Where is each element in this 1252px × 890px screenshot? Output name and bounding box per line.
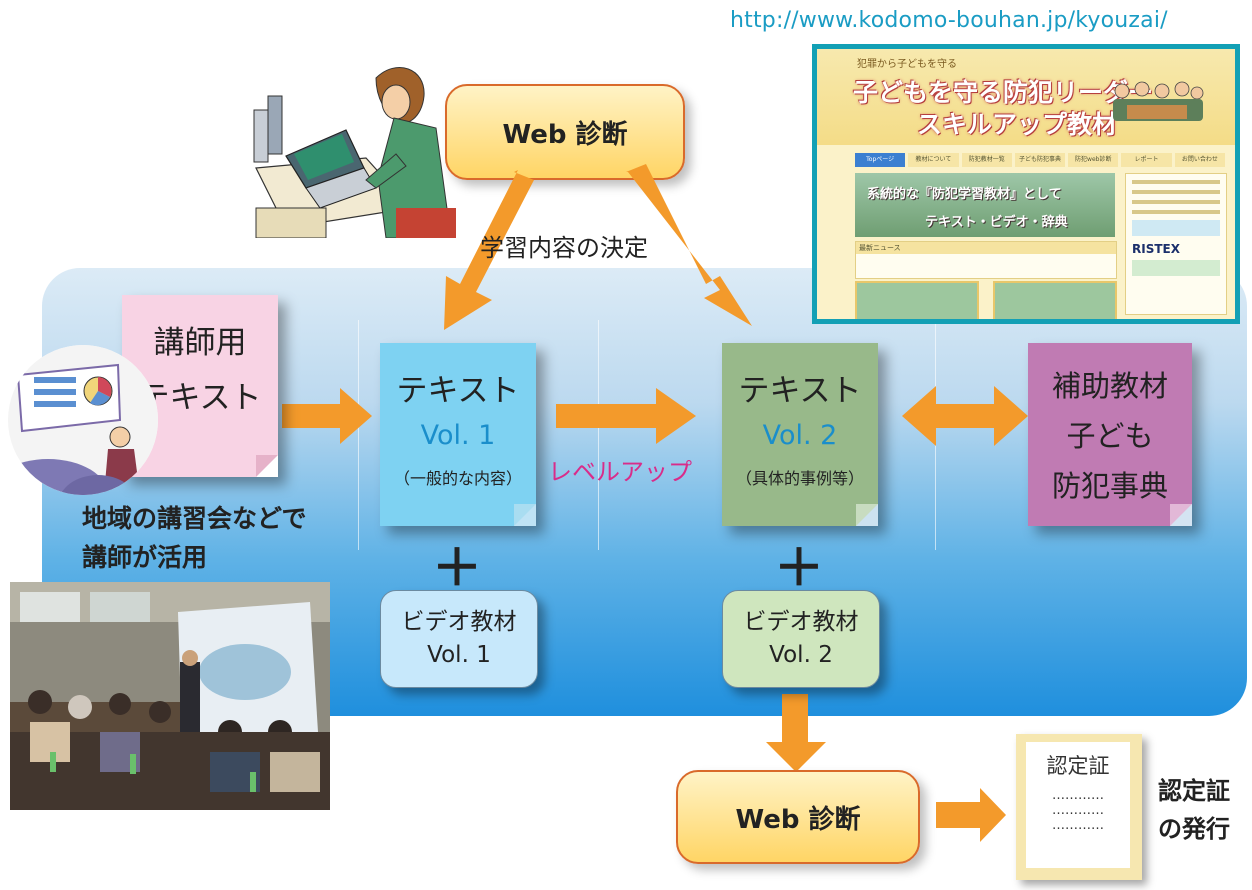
instructor-note-line-2: 講師が活用 [82, 542, 208, 572]
column-divider [598, 320, 599, 550]
text-vol2-doc: テキスト Vol. 2 （具体的事例等） [722, 343, 878, 526]
aux-line-2: 子ども [1066, 419, 1154, 453]
site-title-2: スキルアップ教材 [917, 110, 1118, 139]
site-hero-line-1: 系統的な『防犯学習教材』として [867, 187, 1062, 202]
video-vol2-vol: Vol. 2 [769, 642, 833, 668]
video-vol1: ビデオ教材 Vol. 1 [380, 590, 538, 688]
web-diagnosis-top-label: Web 診断 [502, 119, 628, 150]
site-header-small: 犯罪から子どもを守る [857, 59, 957, 70]
instructor-text-line-1: 講師用 [153, 325, 247, 361]
certificate-dots: ………… [1052, 818, 1104, 833]
site-people-illustration [1107, 79, 1207, 123]
site-news-title: 最新ニュース [856, 242, 1116, 254]
website-thumbnail: 犯罪から子どもを守る 子どもを守る防犯リーダー スキルアップ教材 Topページ … [812, 44, 1240, 324]
text-vol1-title: テキスト [396, 373, 520, 409]
plus-sign-1: ＋ [432, 539, 482, 597]
site-card [993, 281, 1117, 319]
text-vol2-sub: （具体的事例等） [735, 469, 864, 488]
column-divider [358, 320, 359, 550]
certificate-title: 認定証 [1046, 754, 1110, 778]
arrow-to-certificate [936, 788, 1006, 842]
video-vol1-title: ビデオ教材 [401, 608, 517, 635]
issue-line-2: の発行 [1158, 815, 1230, 844]
site-nav-item[interactable]: 防犯web診断 [1068, 153, 1119, 167]
site-card [855, 281, 979, 319]
decision-label: 学習内容の決定 [480, 234, 648, 262]
aux-line-1: 補助教材 [1051, 369, 1168, 403]
arrow-instructor-to-text1 [282, 388, 372, 444]
instructor-note: 地域の講習会などで 講師が活用 [82, 500, 307, 578]
site-nav-item[interactable]: レポート [1121, 153, 1172, 167]
page-fold [1170, 504, 1192, 526]
seminar-photo [10, 582, 330, 810]
page-fold [514, 504, 536, 526]
web-diagnosis-bottom[interactable]: Web 診断 [676, 770, 920, 864]
video-vol2: ビデオ教材 Vol. 2 [722, 590, 880, 688]
site-nav: Topページ 教材について 防犯教材一覧 子ども防犯事典 防犯web診断 レポー… [855, 153, 1225, 167]
arrow-to-text1 [444, 170, 534, 330]
video-vol2-title: ビデオ教材 [743, 608, 859, 635]
arrow-level-up [556, 388, 696, 444]
page-fold [256, 455, 278, 477]
certificate-dots: ………… [1052, 788, 1104, 803]
lecture-illustration [8, 345, 158, 495]
web-diagnosis-bottom-label: Web 診断 [735, 804, 861, 835]
site-nav-item[interactable]: 教材について [908, 153, 959, 167]
issue-label: 認定証 の発行 [1158, 772, 1230, 849]
site-brand: RISTEX [1132, 242, 1180, 256]
instructor-text-line-2: テキスト [138, 380, 262, 416]
certificate-dots: ………… [1052, 803, 1104, 818]
woman-at-computer-illustration [246, 58, 456, 239]
site-title-1: 子どもを守る防犯リーダー [853, 78, 1154, 107]
site-hero: 系統的な『防犯学習教材』として テキスト・ビデオ・辞典 [855, 173, 1115, 237]
site-sidebar: RISTEX [1125, 173, 1227, 315]
video-vol1-vol: Vol. 1 [427, 642, 491, 668]
arrow-to-text2 [626, 164, 752, 326]
certificate-paper: 認定証 ………… ………… ………… [1026, 742, 1130, 868]
instructor-note-line-1: 地域の講習会などで [82, 504, 307, 533]
arrow-bidirectional [902, 386, 1028, 446]
certificate-doc: 認定証 ………… ………… ………… [1016, 734, 1142, 880]
site-nav-item[interactable]: Topページ [855, 153, 906, 167]
page-fold [856, 504, 878, 526]
text-vol1-sub: （一般的な内容） [393, 469, 522, 488]
text-vol1-vol: Vol. 1 [420, 420, 496, 451]
site-nav-item[interactable]: 子ども防犯事典 [1014, 153, 1066, 167]
web-diagnosis-top[interactable]: Web 診断 [445, 84, 685, 180]
site-url[interactable]: http://www.kodomo-bouhan.jp/kyouzai/ [730, 8, 1168, 33]
text-vol2-vol: Vol. 2 [762, 420, 838, 451]
site-hero-line-2: テキスト・ビデオ・辞典 [925, 215, 1068, 230]
text-vol2-title: テキスト [738, 373, 862, 409]
arrow-down-to-web [766, 694, 826, 772]
site-nav-item[interactable]: 防犯教材一覧 [961, 153, 1012, 167]
aux-line-3: 防犯事典 [1051, 469, 1168, 503]
site-news: 最新ニュース [855, 241, 1117, 279]
level-up-label: レベルアップ [548, 458, 692, 486]
issue-line-1: 認定証 [1158, 777, 1230, 805]
auxiliary-material-doc: 補助教材 子ども 防犯事典 [1028, 343, 1192, 526]
site-nav-item[interactable]: お問い合わせ [1174, 153, 1225, 167]
text-vol1-doc: テキスト Vol. 1 （一般的な内容） [380, 343, 536, 526]
plus-sign-2: ＋ [774, 539, 824, 597]
